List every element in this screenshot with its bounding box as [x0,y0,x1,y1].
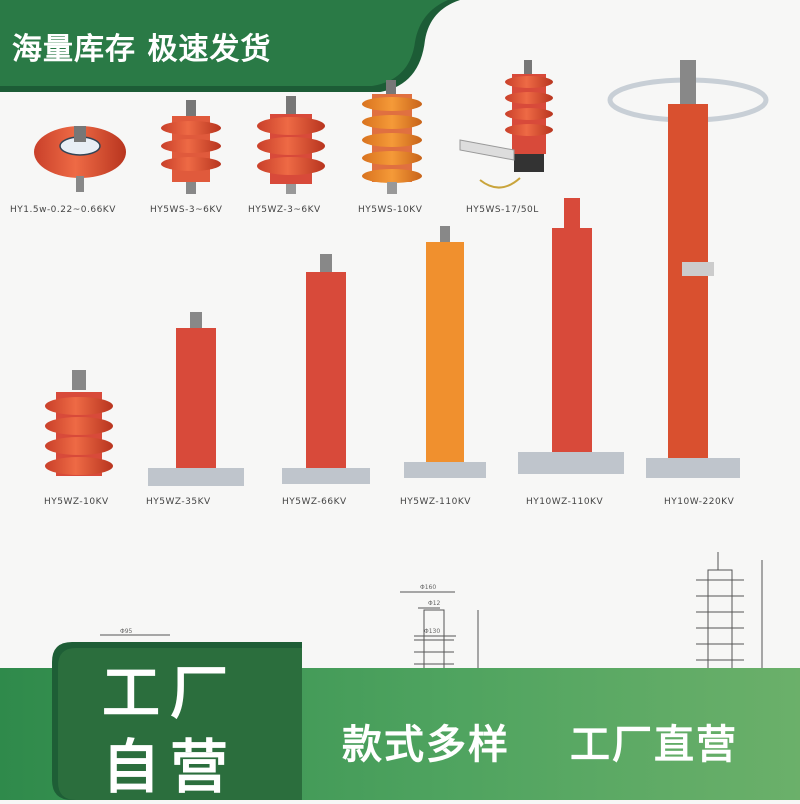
product-label: HY5WS-17/50L [466,205,539,215]
arrester-bracket-icon [459,60,553,189]
arrester-small-icon [257,96,325,194]
slogan-right: 工厂直营 [570,722,738,768]
badge-shape [52,642,302,800]
dim-label: Φ95 [120,628,133,635]
arrester-small-icon [362,80,422,194]
arrester-short-icon [45,370,113,476]
banner-shape [0,0,460,92]
factory-badge: 工厂 自营 [52,642,302,801]
product-label: HY5WZ-110KV [400,497,471,507]
banner-title: 海量库存 极速发货 [12,32,272,67]
product-label: HY5WS-3~6KV [150,205,223,215]
slogan-left: 款式多样 [342,722,510,768]
product-label: HY5WZ-35KV [146,497,211,507]
product-gallery [34,60,769,486]
product-label: HY5WZ-3~6KV [248,205,321,215]
arrester-disc-icon [34,126,126,192]
arrester-ring-icon [607,60,769,478]
product-label: HY10WZ-110KV [526,497,604,507]
dim-label: Φ160 [420,584,437,591]
badge-line-2: 自营 [102,733,239,801]
dim-label: Φ130 [424,628,441,635]
arrester-tall-icon [404,226,486,478]
arrester-small-icon [161,100,221,194]
arrester-medium-icon [282,254,370,484]
dim-label: Φ12 [428,600,441,607]
top-banner: 海量库存 极速发货 [0,0,800,92]
product-label: HY5WZ-66KV [282,497,347,507]
product-label: HY5WS-10KV [358,205,423,215]
arrester-tall-icon [518,198,624,474]
badge-line-1: 工厂 [102,659,239,727]
product-label: HY1.5w-0.22~0.66KV [10,205,116,215]
product-label: HY5WZ-10KV [44,497,109,507]
product-label: HY10W-220KV [664,497,735,507]
arrester-medium-icon [148,312,244,486]
